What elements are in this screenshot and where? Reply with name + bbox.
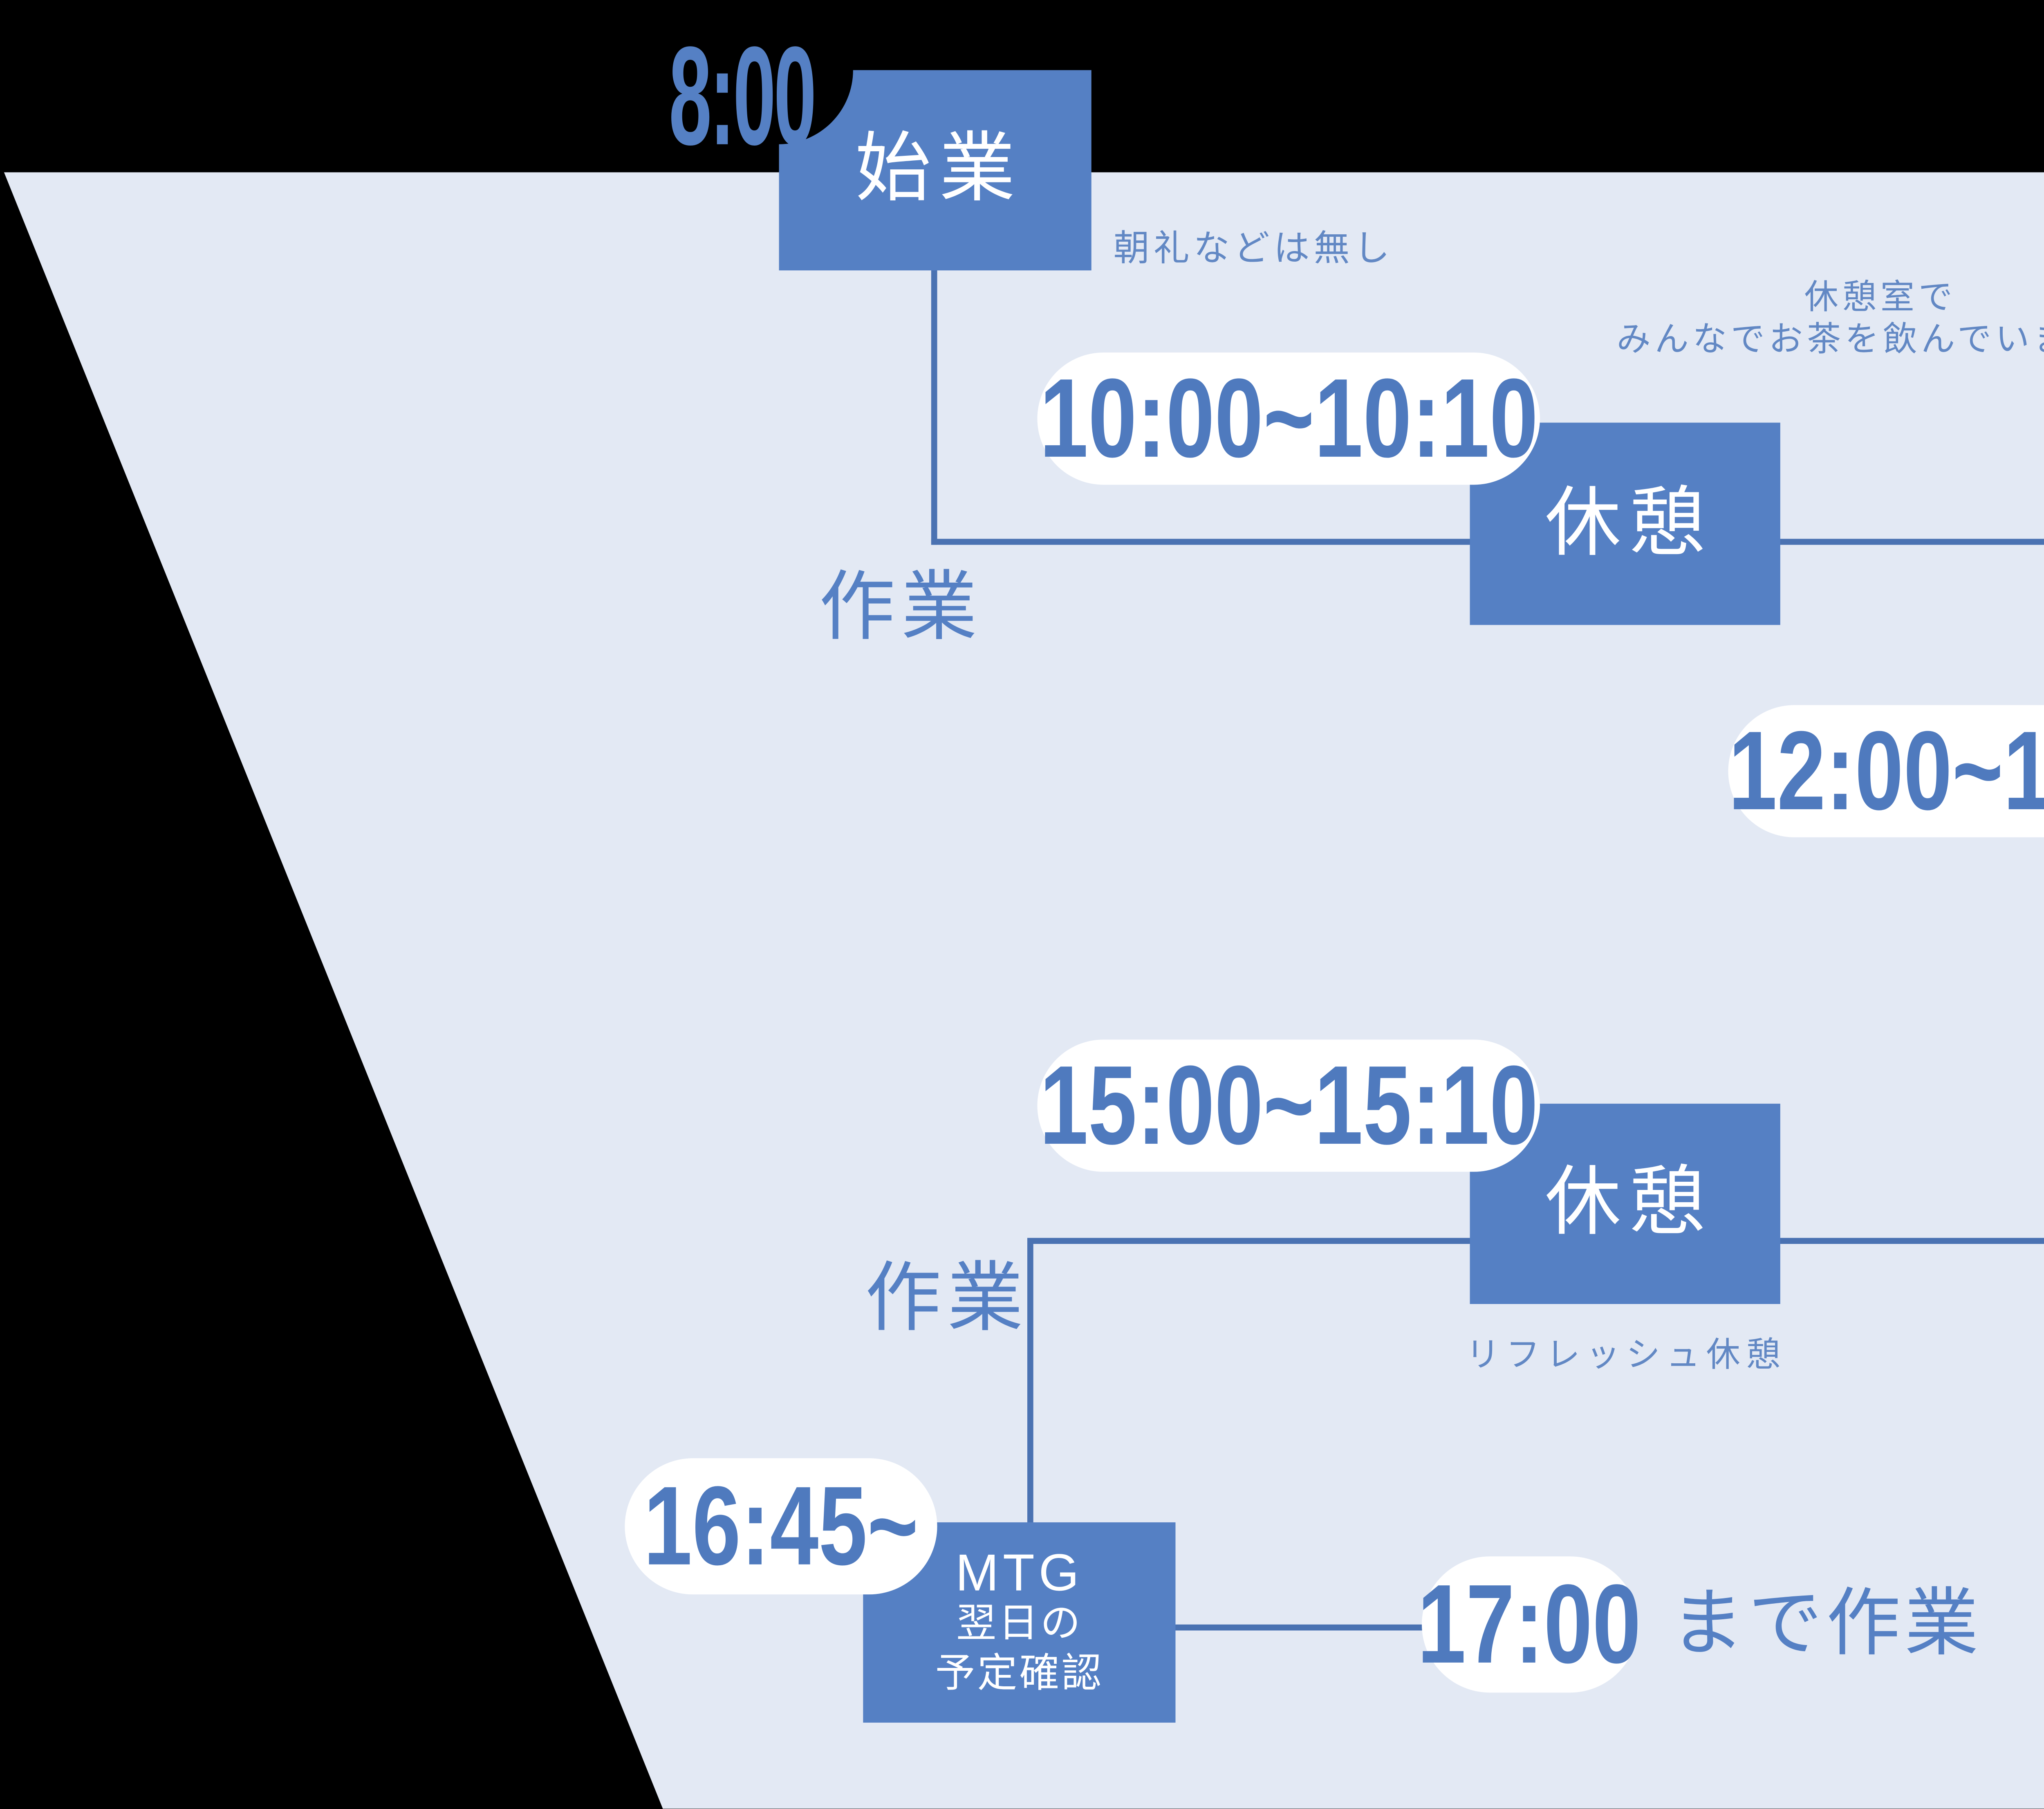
- start-box-label: 始業: [855, 128, 1024, 213]
- lunch-break-time: 12:00~13:00: [1728, 707, 2044, 833]
- afternoon-break-box: 休憩: [1470, 1104, 1780, 1304]
- work-label-morning-left: 作業: [819, 567, 984, 651]
- morning-break-time: 10:00~10:10: [1039, 355, 1538, 481]
- start-time: 8:00: [669, 18, 816, 175]
- morning-break-box-label: 休憩: [1545, 482, 1713, 566]
- meeting-box-detail-line2: 予定確認: [935, 1653, 1104, 1697]
- morning-break-time-pill: 10:00~10:10: [1037, 352, 1540, 485]
- afternoon-break-note: リフレッシュ休憩: [1466, 1336, 1786, 1374]
- meeting-time: 16:45~: [643, 1462, 919, 1589]
- afternoon-break-box-label: 休憩: [1545, 1162, 1713, 1246]
- end-suffix-label: まで作業: [1670, 1582, 1983, 1665]
- morning-break-note: 休憩室で みんなでお茶を飲んでいます。: [1598, 278, 2044, 361]
- morning-break-note-line1: 休憩室で: [1804, 278, 1957, 316]
- meeting-box-detail-line1: 翌日の: [956, 1603, 1083, 1647]
- end-time-pill: 17:00: [1418, 1556, 1642, 1693]
- connector-start-down: [931, 264, 937, 545]
- connector-to-mtg-down: [1027, 1242, 1033, 1526]
- morning-break-box: 休憩: [1470, 422, 1780, 625]
- meeting-box-label: MTG: [955, 1542, 1083, 1602]
- start-box: 始業: [705, 0, 1091, 271]
- morning-break-note-line2: みんなでお茶を飲んでいます。: [1616, 320, 2044, 358]
- work-label-afternoon-left: 作業: [865, 1258, 1029, 1342]
- afternoon-break-time-pill: 15:00~15:10: [1037, 1039, 1540, 1172]
- meeting-time-pill: 16:45~: [625, 1458, 937, 1595]
- end-time: 17:00: [1418, 1560, 1642, 1687]
- connector-mtg-to-end: [1171, 1624, 1428, 1631]
- lunch-break-time-pill: 12:00~13:00: [1728, 705, 2044, 837]
- afternoon-break-time: 15:00~15:10: [1039, 1041, 1538, 1168]
- start-note: 朝礼などは無し: [1113, 228, 1394, 269]
